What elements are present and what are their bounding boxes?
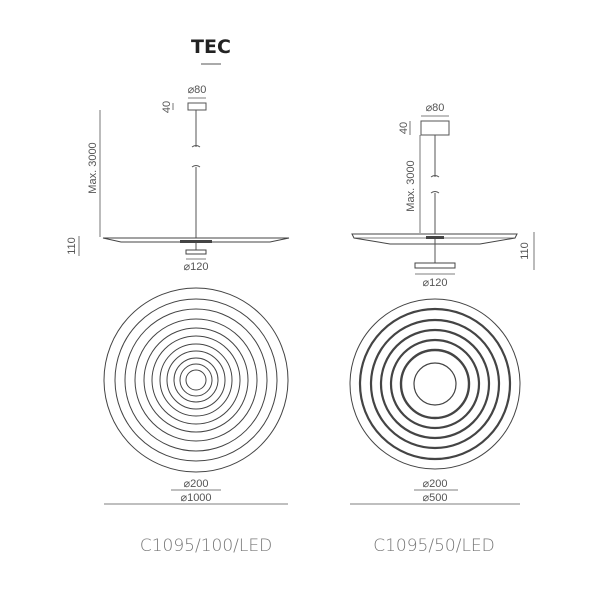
left-driver <box>185 249 207 255</box>
left-outer-diameter: ⌀1000 <box>180 492 211 504</box>
left-side-view: ⌀80 40 Max. 3000 ⌀120 110 <box>66 84 290 273</box>
right-canopy <box>420 120 450 136</box>
right-side-view: ⌀80 40 Max. 3000 ⌀120 110 <box>351 102 535 289</box>
left-lamp-height: 110 <box>66 237 78 255</box>
left-cable-length: Max. 3000 <box>87 142 99 193</box>
left-driver-diameter: ⌀120 <box>184 261 209 273</box>
left-shade <box>102 237 290 243</box>
right-lamp-height: 110 <box>519 242 531 260</box>
right-cable-length: Max. 3000 <box>405 160 417 211</box>
right-driver <box>414 262 456 269</box>
right-shade <box>351 233 518 245</box>
right-product-code: C1095/50/LED <box>373 536 495 556</box>
left-canopy-diameter: ⌀80 <box>188 84 207 96</box>
left-canopy <box>187 102 207 111</box>
brand-title: TEC <box>191 36 231 58</box>
right-top-view <box>349 298 521 470</box>
right-canopy-height: 40 <box>398 122 410 134</box>
left-product-code: C1095/100/LED <box>140 536 272 556</box>
left-top-view <box>103 287 289 473</box>
right-outer-diameter: ⌀500 <box>423 492 448 504</box>
left-canopy-height: 40 <box>161 101 173 113</box>
right-driver-diameter: ⌀120 <box>423 277 448 289</box>
right-inner-diameter: ⌀200 <box>423 478 448 490</box>
right-canopy-diameter: ⌀80 <box>426 102 445 114</box>
left-inner-diameter: ⌀200 <box>184 478 209 490</box>
